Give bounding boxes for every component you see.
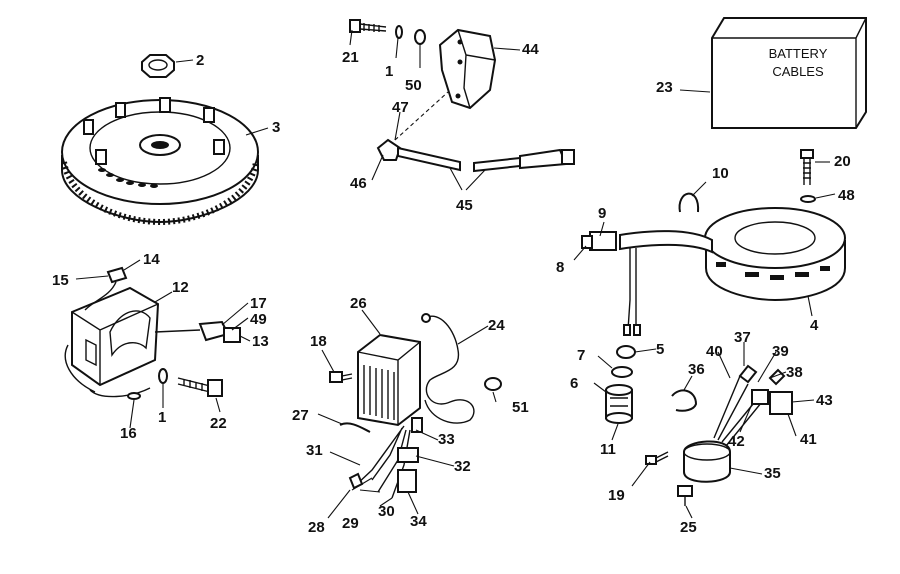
callout-28: 28 (308, 519, 325, 536)
lock-washer-part (395, 25, 403, 39)
battery-cables-box: BATTERY CABLES (711, 17, 867, 129)
battery-label-line1: BATTERY (769, 46, 828, 61)
clip-part (678, 192, 700, 213)
callout-6: 6 (570, 375, 578, 392)
hex-nut-part (141, 54, 175, 78)
flat-washer-part (414, 29, 426, 45)
clamp-part-27 (339, 422, 371, 433)
callout-4: 4 (810, 317, 819, 334)
callout-10: 10 (712, 165, 729, 182)
callout-20: 20 (834, 153, 851, 170)
callout-24: 24 (488, 317, 505, 334)
callout-1b: 1 (158, 409, 166, 426)
callout-32: 32 (454, 458, 471, 475)
callout-25: 25 (680, 519, 697, 536)
rectifier-part (348, 333, 423, 499)
callout-1: 1 (385, 63, 393, 80)
callout-26: 26 (350, 295, 367, 312)
callout-43: 43 (816, 392, 833, 409)
callout-13: 13 (252, 333, 269, 350)
callout-7: 7 (577, 347, 585, 364)
washer-part-48 (800, 195, 816, 203)
callout-42: 42 (728, 433, 745, 450)
callout-19: 19 (608, 487, 625, 504)
callout-29: 29 (342, 515, 359, 532)
grommet-part-51 (484, 377, 502, 391)
callout-37: 37 (734, 329, 751, 346)
callout-35: 35 (764, 465, 781, 482)
callout-34: 34 (410, 513, 427, 530)
callout-47: 47 (392, 99, 409, 116)
ground-wire-part (421, 313, 475, 424)
clamp-part-36 (671, 389, 698, 412)
callout-31: 31 (306, 442, 323, 459)
grommet-part (616, 345, 636, 359)
callout-30: 30 (378, 503, 395, 520)
callout-15: 15 (52, 272, 69, 289)
callout-17: 17 (250, 295, 267, 312)
callout-9: 9 (598, 205, 606, 222)
callout-23: 23 (656, 79, 673, 96)
callout-21: 21 (342, 49, 359, 66)
callout-8: 8 (556, 259, 564, 276)
callout-18: 18 (310, 333, 327, 350)
stator-part (581, 207, 846, 336)
callout-2: 2 (196, 52, 204, 69)
callout-27: 27 (292, 407, 309, 424)
callout-45: 45 (456, 197, 473, 214)
screw-part-19 (645, 451, 669, 465)
callout-38: 38 (786, 364, 803, 381)
callout-46: 46 (350, 175, 367, 192)
solenoid-part (683, 364, 793, 483)
screw-part-18 (329, 371, 353, 383)
callout-41: 41 (800, 431, 817, 448)
power-pack-part (64, 266, 241, 400)
callout-51: 51 (512, 399, 529, 416)
callout-16: 16 (120, 425, 137, 442)
callout-12: 12 (172, 279, 189, 296)
bolt-part-22 (177, 377, 223, 397)
leader-lines (75, 29, 836, 519)
callout-40: 40 (706, 343, 723, 360)
callout-3: 3 (272, 119, 280, 136)
flywheel-part (61, 97, 259, 226)
battery-label-line2: CABLES (772, 64, 824, 79)
spark-plug-lead-part (376, 91, 575, 173)
screw-part-25 (677, 485, 693, 506)
callout-50: 50 (405, 77, 422, 94)
callout-labels: 2 3 21 1 50 44 23 47 46 45 10 20 48 9 8 … (52, 41, 855, 536)
callout-33: 33 (438, 431, 455, 448)
callout-36: 36 (688, 361, 705, 378)
connector-plug-part (605, 384, 633, 424)
o-ring-part (611, 366, 633, 378)
ignition-coil-part (438, 28, 497, 110)
callout-39: 39 (772, 343, 789, 360)
callout-11: 11 (600, 441, 616, 458)
screw-part-21 (349, 19, 387, 33)
callout-22: 22 (210, 415, 227, 432)
callout-48: 48 (838, 187, 855, 204)
screw-part-20 (800, 149, 814, 185)
callout-44: 44 (522, 41, 539, 58)
callout-5: 5 (656, 341, 664, 358)
callout-14: 14 (143, 251, 160, 268)
callout-49: 49 (250, 311, 267, 328)
lock-washer-part-b (158, 368, 168, 384)
